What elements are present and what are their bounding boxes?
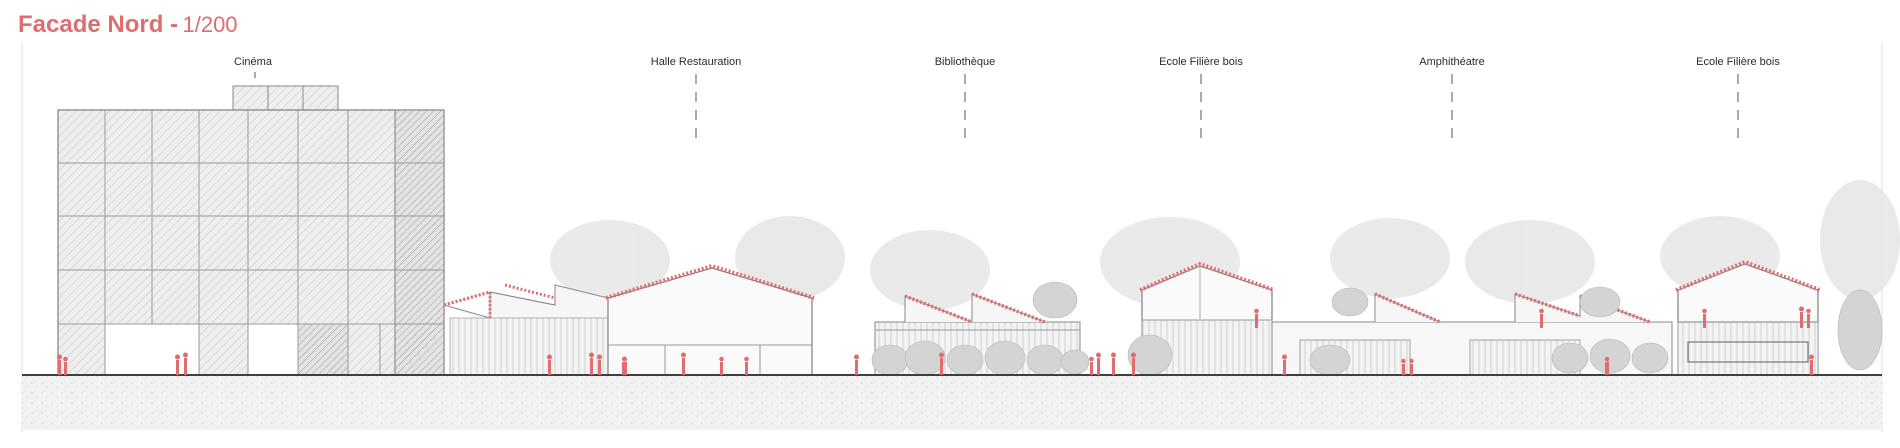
shrubs [871, 281, 1883, 376]
halle-restauration-building [443, 263, 815, 376]
cinema-building [57, 85, 445, 376]
label-ecole-filiere-bois-1-text: Ecole Filière bois [1159, 56, 1243, 68]
label-amphitheatre-text: Amphithéatre [1419, 56, 1484, 68]
ecole-filiere-bois-2-building [1675, 259, 1821, 376]
label-ecole-filiere-bois-2-text: Ecole Filière bois [1696, 56, 1780, 68]
label-bibliotheque-text: Bibliothèque [935, 56, 996, 68]
title-main: Facade Nord - [18, 11, 179, 38]
label-ecole-filiere-bois-1: Ecole Filière bois [1159, 56, 1243, 138]
page-title: Facade Nord - 1/200 [18, 8, 238, 45]
people-silhouettes [57, 306, 1814, 375]
label-cinema-text: Cinéma [234, 56, 273, 68]
label-ecole-filiere-bois-2: Ecole Filière bois [1696, 56, 1780, 138]
label-bibliotheque: Bibliothèque [935, 56, 996, 138]
background-trees [550, 180, 1900, 310]
label-halle-restauration-text: Halle Restauration [651, 56, 742, 68]
label-halle-restauration: Halle Restauration [651, 56, 742, 138]
ground-section [22, 375, 1882, 430]
label-amphitheatre: Amphithéatre [1419, 56, 1485, 138]
label-cinema: Cinéma [234, 56, 273, 78]
title-scale: 1/200 [182, 12, 238, 37]
